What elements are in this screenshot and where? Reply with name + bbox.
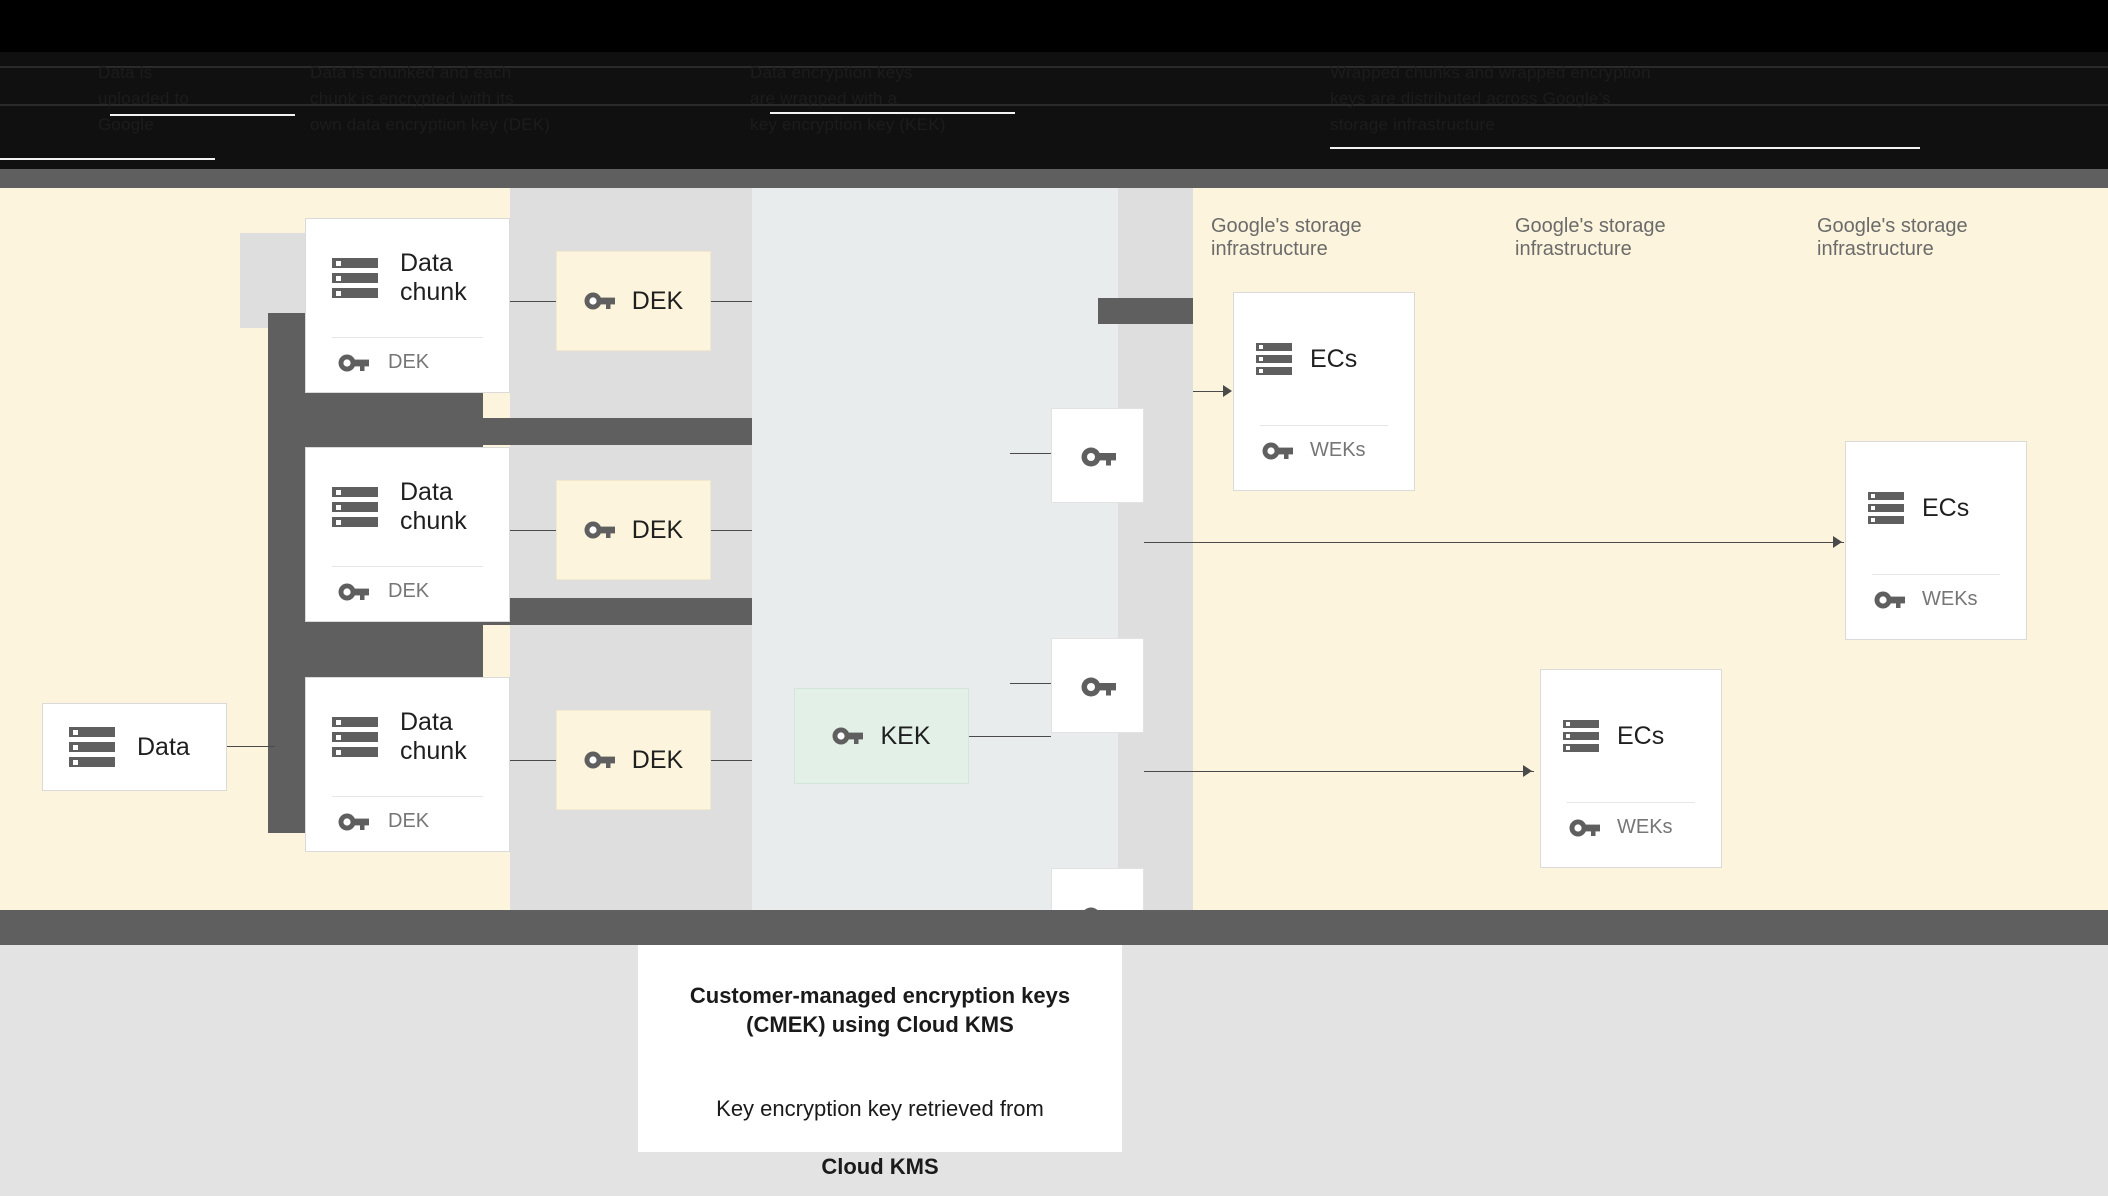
storage-icon [1563,720,1599,752]
data-chunk-footer-label: DEK [388,351,430,373]
data-chunk-title: Data chunk [400,249,467,306]
top-black-bar [0,0,2108,52]
key-icon [338,583,369,600]
wrapped-key-box-1[interactable] [1051,408,1144,503]
caption-box: Customer-managed encryption keys (CMEK) … [638,945,1122,1179]
connector-chunk2-dek2 [510,530,556,531]
key-icon [338,354,369,371]
storage-icon [332,258,378,298]
connector-kek-to-wek2 [969,736,1051,737]
caption-normal-bold: Cloud KMS [821,1154,939,1179]
connector-chunk1-dek1 [510,301,556,302]
data-box-label: Data [137,732,190,761]
arrow-head-ec1 [1223,385,1232,397]
wrapped-slab-top [1098,298,1193,324]
key-icon [1262,442,1293,459]
connector-to-wek1 [1010,453,1051,454]
data-chunk-footer-label: DEK [388,580,430,602]
ec-card-footer-label: WEKs [1310,439,1366,461]
header-divider [0,169,2108,188]
connector-dek3-out [711,760,752,761]
dek-box-2[interactable]: DEK [556,480,711,580]
header-step-2: Data is chunked and each chunk is encryp… [310,63,551,134]
key-icon [584,751,615,769]
dek-box-3[interactable]: DEK [556,710,711,810]
caption-bold-line: Customer-managed encryption keys (CMEK) … [689,983,1071,1037]
key-icon [1081,447,1116,466]
arrow-head-ec3 [1523,765,1532,777]
connector-data-to-fanout [227,746,275,747]
key-icon [832,727,864,745]
dek-label: DEK [631,745,684,774]
arrow-line-ec1 [1193,391,1230,392]
key-icon [1874,591,1905,608]
fanout-slab-row-1 [268,418,752,445]
data-chunk-card-1[interactable]: Data chunk DEK [305,218,510,393]
data-chunk-card-2[interactable]: Data chunk DEK [305,447,510,622]
header-band: Data is uploaded to Google Data is chunk… [0,52,2108,169]
ec-card-3[interactable]: ECs WEKs [1540,669,1722,868]
arrow-head-ec2 [1833,536,1842,548]
data-chunk-title: Data chunk [400,478,467,535]
storage-icon [1256,343,1292,375]
bottom-divider [0,910,2108,945]
key-icon [1569,819,1600,836]
caption-normal-line: Key encryption key retrieved from [716,1096,1044,1121]
data-chunk-card-3[interactable]: Data chunk DEK [305,677,510,852]
ec-card-title: ECs [1310,344,1358,373]
storage-icon [69,727,115,767]
header-step-1: Data is uploaded to Google [98,63,190,134]
ec-card-1[interactable]: ECs WEKs [1233,292,1415,491]
dek-label: DEK [631,286,684,315]
data-chunk-title: Data chunk [400,708,467,765]
arrow-line-ec3 [1144,771,1534,772]
band-wrapped-grey [1118,188,1193,910]
diagram-canvas: Data Data chunk DEK D [0,188,2108,963]
data-box[interactable]: Data [42,703,227,791]
kek-label: KEK [880,721,931,750]
wrapped-key-box-2[interactable] [1051,638,1144,733]
connector-dek1-out [711,301,752,302]
ec-card-title: ECs [1922,493,1970,522]
kek-box[interactable]: KEK [794,688,969,784]
header-step-3: Data encryption keys are wrapped with a … [750,63,946,134]
key-icon [584,521,615,539]
storage-icon [332,717,378,757]
ec-card-footer-label: WEKs [1922,588,1978,610]
storage-icon [332,487,378,527]
key-icon [584,292,615,310]
connector-to-wek2-left [1010,683,1051,684]
ec-card-footer-label: WEKs [1617,816,1673,838]
band-data-grey [240,233,305,328]
storage-label-1: Google's storage infrastructure [1211,215,1362,260]
connector-dek2-out [711,530,752,531]
ec-card-2[interactable]: ECs WEKs [1845,441,2027,640]
connector-chunk3-dek3 [510,760,556,761]
arrow-line-ec2 [1144,542,1844,543]
dek-label: DEK [631,515,684,544]
ec-card-title: ECs [1617,721,1665,750]
storage-label-3: Google's storage infrastructure [1817,215,1968,260]
dek-box-1[interactable]: DEK [556,251,711,351]
key-icon [338,813,369,830]
key-icon [1081,677,1116,696]
storage-icon [1868,492,1904,524]
header-step-4: Wrapped chunks and wrapped encryption ke… [1330,63,1651,134]
data-chunk-footer-label: DEK [388,810,430,832]
storage-label-2: Google's storage infrastructure [1515,215,1666,260]
